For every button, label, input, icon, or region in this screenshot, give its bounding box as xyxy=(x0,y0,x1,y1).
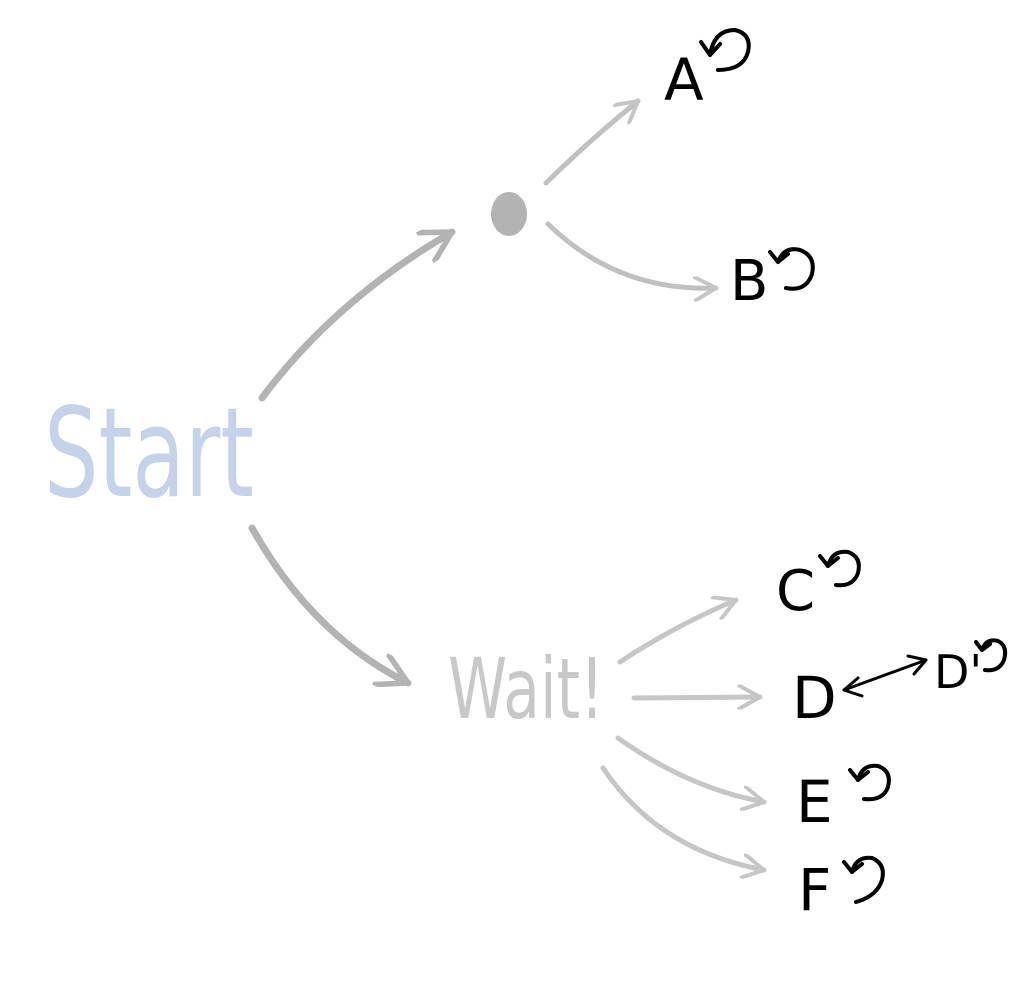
arrow-head-icon xyxy=(906,654,928,676)
edge-branch-to-b xyxy=(545,221,719,288)
edge-start-to-branch xyxy=(258,228,456,402)
state-d-prime-label: D' xyxy=(934,645,982,699)
self-loop-arrow-icon xyxy=(974,638,1008,673)
state-d-label: D xyxy=(792,664,837,732)
state-e-label: E xyxy=(796,768,833,836)
state-a-label: A xyxy=(664,46,704,114)
state-f-label: F xyxy=(798,856,831,924)
edge-wait-to-c xyxy=(617,600,739,665)
branch-dot-icon xyxy=(491,192,527,236)
self-loop-arrow-icon xyxy=(699,28,751,72)
edge-wait-to-f xyxy=(600,765,767,870)
self-loop-arrow-icon xyxy=(848,763,891,802)
edge-d-d-prime xyxy=(842,658,928,692)
edge-wait-to-d xyxy=(631,697,763,698)
state-b-label: B xyxy=(730,249,768,314)
self-loop-arrow-icon xyxy=(768,247,815,291)
arrow-head-icon xyxy=(842,676,864,698)
self-loop-arrow-icon xyxy=(842,855,885,904)
edge-branch-to-a xyxy=(543,98,641,186)
self-loop-arrow-icon xyxy=(818,549,861,588)
state-c-label: C xyxy=(776,559,815,624)
wait-label: Wait! xyxy=(448,640,604,738)
start-label: Start xyxy=(44,382,254,526)
edge-wait-to-e xyxy=(615,735,767,802)
edge-start-to-wait xyxy=(248,524,412,683)
